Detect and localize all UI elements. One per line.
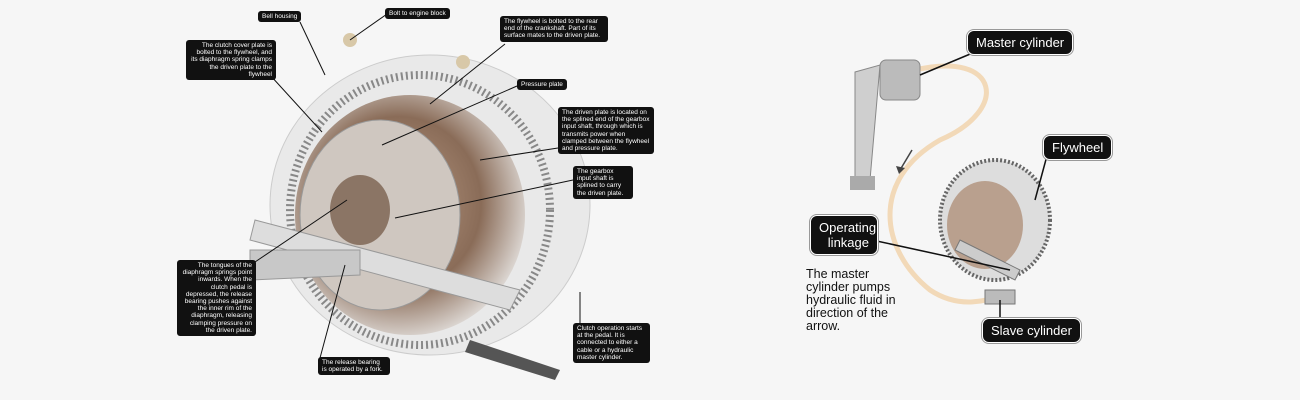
label-bolt-to-engine-block: Bolt to engine block <box>385 8 450 20</box>
label-flywheel-description: The flywheel is bolted to the rear end o… <box>500 16 608 42</box>
clutch-assembly-cutaway <box>249 33 591 380</box>
label-gearbox-input-shaft: The gearbox input shaft is splined to ca… <box>573 166 633 199</box>
label-release-bearing: The release bearing is operated by a for… <box>318 357 390 376</box>
label-clutch-cover-plate: The clutch cover plate is bolted to the … <box>186 40 276 81</box>
label-slave-cylinder: Slave cylinder <box>982 318 1081 343</box>
label-clutch-operation: Clutch operation starts at the pedal. It… <box>573 323 650 364</box>
label-bell-housing: Bell housing <box>258 11 302 23</box>
label-driven-plate: The driven plate is located on the splin… <box>558 107 654 155</box>
label-flywheel: Flywheel <box>1043 135 1113 160</box>
hydraulic-system <box>850 59 1052 305</box>
label-pressure-plate: Pressure plate <box>517 79 567 91</box>
label-master-cylinder: Master cylinder <box>967 30 1074 55</box>
label-operating-linkage: Operating linkage <box>810 215 878 255</box>
leader-lines <box>254 13 581 359</box>
hydraulic-note: The master cylinder pumps hydraulic flui… <box>806 267 896 333</box>
label-diaphragm-tongues: The tongues of the diaphragm springs poi… <box>177 260 256 337</box>
